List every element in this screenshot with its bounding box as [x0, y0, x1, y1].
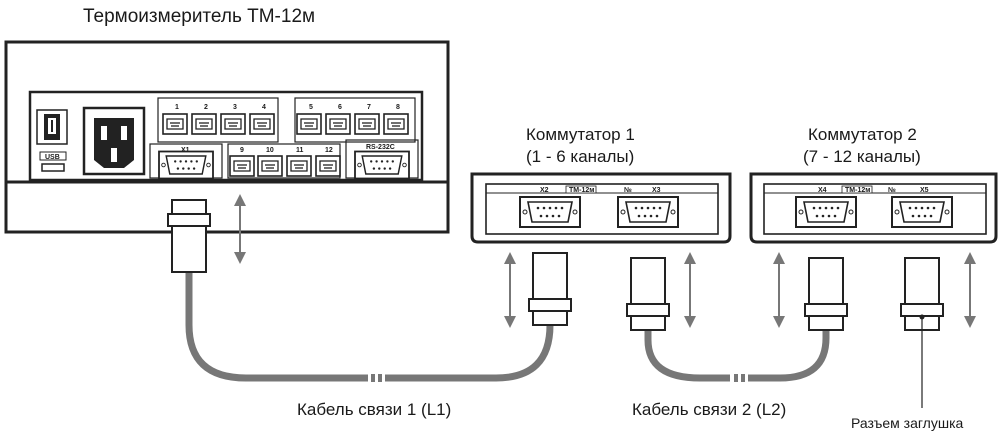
switch2-title: Коммутатор 2	[808, 125, 917, 144]
x3-connector	[617, 196, 679, 228]
sensor-jack	[354, 113, 380, 135]
switch1-subtitle: (1 - 6 каналы)	[526, 147, 634, 166]
cable-2	[626, 257, 848, 382]
thermometer-device: USB 1 2 3 4 5 6 7 8 X1 9 10 11 12	[4, 40, 450, 234]
cable-plug	[804, 257, 848, 331]
number-label: №	[888, 186, 896, 194]
x2-connector	[519, 196, 581, 228]
switch2-subtitle: (7 - 12 каналы)	[803, 147, 921, 166]
number-label: №	[624, 186, 632, 194]
x5-connector	[891, 196, 953, 228]
x2-label: X2	[540, 187, 549, 194]
sensor-jack	[383, 113, 409, 135]
sensor-jack	[162, 113, 188, 135]
x5-label: X5	[920, 187, 929, 194]
port-number: 12	[325, 147, 333, 154]
sensor-jack	[315, 155, 341, 177]
port-number: 2	[204, 104, 208, 111]
port-number: 1	[175, 104, 179, 111]
usb-label: USB	[45, 154, 60, 161]
sensor-jack	[220, 113, 246, 135]
terminator-label: Разъем заглушка	[851, 415, 964, 431]
x1-connector	[158, 150, 214, 180]
port-number: 9	[240, 147, 244, 154]
sensor-jack	[296, 113, 322, 135]
sensor-jack	[229, 155, 255, 177]
model-label: ТМ-12м	[569, 187, 594, 194]
x4-connector	[795, 196, 857, 228]
port-number: 10	[266, 147, 274, 154]
switch1-title: Коммутатор 1	[526, 125, 635, 144]
switch-1: X2 ТМ-12м № X3	[470, 172, 732, 244]
terminator-plug	[900, 257, 944, 408]
rs232-connector	[354, 150, 410, 180]
port-number: 11	[296, 147, 304, 154]
x1-label: X1	[181, 147, 190, 154]
cable1-label: Кабель связи 1 (L1)	[297, 400, 451, 419]
x4-label: X4	[818, 187, 827, 194]
sensor-jack	[249, 113, 275, 135]
port-number: 5	[309, 104, 313, 111]
cable-1	[167, 199, 572, 382]
port-number: 3	[233, 104, 237, 111]
power-socket	[82, 106, 146, 176]
sensor-jack	[325, 113, 351, 135]
rs232-label: RS-232C	[366, 144, 395, 151]
power-switch[interactable]	[36, 109, 68, 145]
cable-plug	[167, 199, 211, 273]
cable-plug	[626, 257, 670, 331]
port-number: 6	[338, 104, 342, 111]
cable-plug	[528, 252, 572, 326]
device-title: Термоизмеритель ТМ-12м	[83, 6, 315, 27]
port-number: 4	[262, 104, 266, 111]
x3-label: X3	[652, 187, 661, 194]
sensor-jack	[286, 155, 312, 177]
port-number: 8	[396, 104, 400, 111]
usb-port: USB	[39, 151, 67, 172]
model-label: ТМ-12м	[845, 187, 870, 194]
sensor-jack	[191, 113, 217, 135]
port-number: 7	[367, 104, 371, 111]
switch-2: X4 ТМ-12м № X5	[749, 172, 998, 244]
cable2-label: Кабель связи 2 (L2)	[632, 400, 786, 419]
sensor-jack	[257, 155, 283, 177]
